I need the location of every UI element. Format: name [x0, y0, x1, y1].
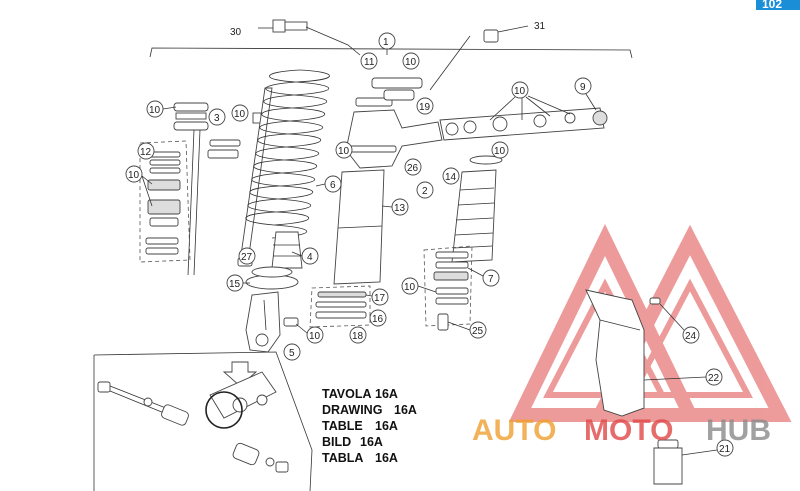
valve-stack-part-7: [423, 245, 473, 331]
detail-view-box: [93, 351, 313, 491]
callout-6: 6: [330, 180, 336, 191]
lower-eye-part-5: [245, 291, 299, 353]
callout-18: 18: [352, 331, 364, 342]
table-label-name-0: TAVOLA: [322, 387, 372, 401]
bolt-part-30: [258, 19, 308, 33]
callout-1: 1: [383, 37, 389, 48]
callout-3: 3: [214, 113, 220, 124]
callout-26: 26: [407, 163, 419, 174]
watermark-text: AUTO MOTO HUB: [472, 414, 771, 447]
table-label-name-4: TABLA: [322, 451, 363, 465]
table-label-ref-1: 16A: [394, 403, 417, 417]
reservoir-bladder-part-14: [451, 155, 503, 263]
page-number-badge: 102: [756, 0, 800, 11]
table-label-ref-4: 16A: [375, 451, 398, 465]
callout-22: 22: [708, 373, 720, 384]
table-label-name-2: TABLE: [322, 419, 363, 433]
valve-group-12: [139, 140, 191, 263]
callouts: 1 2 3 4 5 6 7 9 10 10 10 10 10: [125, 21, 734, 457]
watermark-part-auto: AUTO: [472, 414, 556, 447]
watermark-part-moto: MOTO: [584, 414, 673, 447]
callout-16: 16: [372, 314, 384, 325]
assembly-bracket: [149, 47, 633, 59]
callout-2: 2: [422, 186, 428, 197]
callout-9: 9: [580, 82, 586, 93]
callout-30: 30: [230, 27, 242, 38]
callout-10-i: 10: [405, 57, 417, 68]
watermark-logo: [508, 223, 792, 422]
spring-part-6: [245, 69, 330, 239]
table-label-ref-2: 16A: [375, 419, 398, 433]
callout-5: 5: [289, 348, 295, 359]
table-label-ref-3: 16A: [360, 435, 383, 449]
callout-27: 27: [241, 252, 253, 263]
callout-21: 21: [719, 444, 731, 455]
table-label-name-1: DRAWING: [322, 403, 382, 417]
shock-body-part-13: [333, 77, 443, 285]
callout-25: 25: [472, 326, 484, 337]
callout-10-f: 10: [494, 146, 506, 157]
spring-seat-part-15: [245, 266, 299, 290]
table-label-name-3: BILD: [322, 435, 351, 449]
callout-24: 24: [685, 331, 697, 342]
callout-10-b: 10: [234, 109, 246, 120]
table-label-ref-0: 16A: [375, 387, 398, 401]
callout-17: 17: [374, 293, 386, 304]
table-reference-labels: TAVOLA 16A DRAWING 16A TABLE 16A BILD 16…: [322, 387, 417, 465]
callout-13: 13: [394, 203, 406, 214]
reservoir-part-9: [439, 107, 608, 141]
callout-10-a: 10: [149, 105, 161, 116]
callout-10-h: 10: [309, 331, 321, 342]
mudguard-part-22: [585, 289, 661, 417]
callout-10-g: 10: [404, 282, 416, 293]
watermark-part-hub: HUB: [706, 414, 771, 447]
callout-10-e: 10: [514, 86, 526, 97]
oil-bottle-part-21: [653, 439, 683, 485]
callout-31: 31: [534, 21, 546, 32]
callout-12: 12: [140, 147, 152, 158]
callout-7: 7: [488, 274, 494, 285]
callout-19: 19: [419, 102, 431, 113]
callout-10-d: 10: [338, 146, 350, 157]
callout-14: 14: [445, 172, 457, 183]
page-number: 102: [762, 0, 782, 11]
callout-10-c: 10: [128, 170, 140, 181]
callout-15: 15: [229, 279, 241, 290]
nut-part-31: [429, 25, 529, 91]
bump-stop-part-4: [271, 231, 303, 269]
damper-rod-group: [173, 102, 262, 276]
callout-4: 4: [307, 252, 313, 263]
shim-parts-16-17-18: [309, 285, 371, 328]
callout-11: 11: [364, 57, 375, 68]
